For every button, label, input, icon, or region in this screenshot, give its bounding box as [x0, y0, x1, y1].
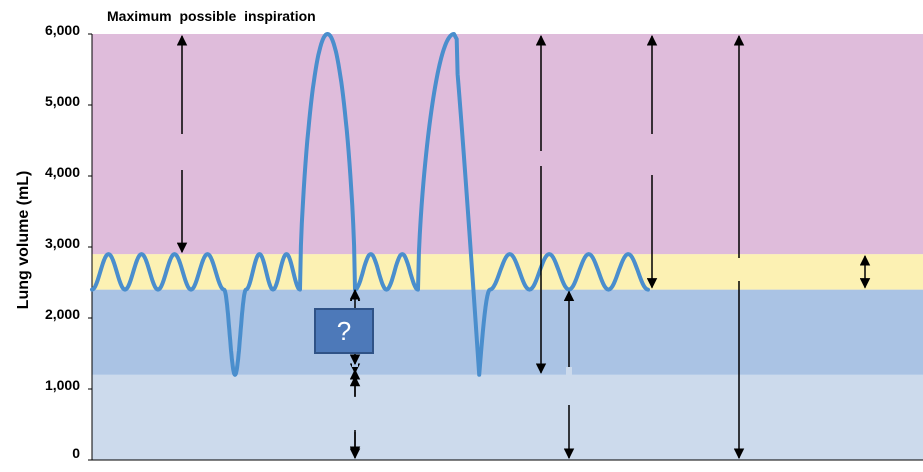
y-tick-label: 6,000: [45, 22, 80, 38]
inspiratory-reserve-band: [92, 34, 923, 255]
arrow-label-gap: [179, 134, 185, 170]
y-axis-label: Lung volume (mL): [15, 171, 32, 310]
question-box: [314, 308, 374, 354]
chart-title: Maximum possible inspiration: [107, 8, 316, 24]
arrow-label-gap: [649, 134, 655, 175]
question-mark: ?: [337, 316, 351, 346]
y-tick-label: 0: [72, 445, 80, 461]
y-tick-label: 4,000: [45, 164, 80, 180]
y-tick-label: 3,000: [45, 235, 80, 251]
residual-volume-band: [92, 374, 923, 460]
y-tick-label: 5,000: [45, 93, 80, 109]
y-axis-ticks: 0 1,000 2,000 3,000 4,000 5,000 6,000: [45, 22, 92, 461]
arrow-label-gap: [352, 397, 358, 430]
y-tick-label: 2,000: [45, 306, 80, 322]
arrow-label-gap: [538, 151, 544, 166]
arrow-label-gap: [566, 367, 572, 405]
arrow-label-gap: [736, 258, 742, 281]
y-tick-label: 1,000: [45, 377, 80, 393]
lung-volume-trace: [90, 32, 650, 377]
tidal-volume-band: [92, 254, 923, 290]
expiratory-reserve-band: [92, 289, 923, 375]
